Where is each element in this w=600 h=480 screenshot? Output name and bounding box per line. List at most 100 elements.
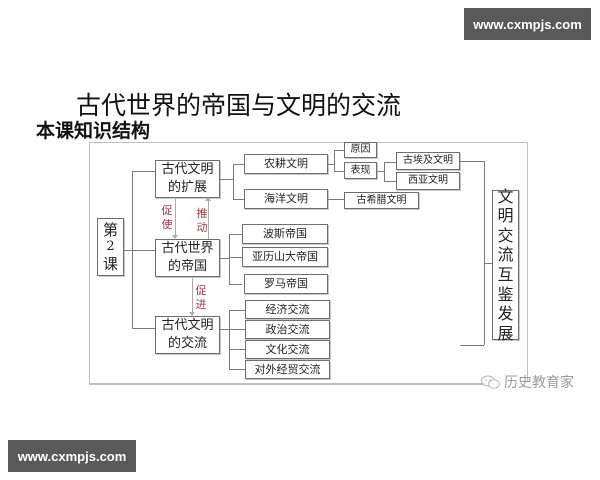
connector <box>124 250 132 251</box>
slide-subtitle: 本课知识结构 <box>36 120 151 142</box>
node-ancient-egypt: 古埃及文明 <box>396 152 460 170</box>
node-label: 海洋文明 <box>264 192 308 206</box>
conclusion-char: 展 <box>497 323 514 343</box>
connector <box>334 150 335 172</box>
lesson-root-box: 第 2 课 <box>97 218 124 276</box>
connector <box>229 284 242 285</box>
node-ancient-greece: 古希腊文明 <box>344 192 419 209</box>
node-maritime-civilization: 海洋文明 <box>244 189 328 209</box>
node-label: 文化交流 <box>265 342 310 356</box>
connector <box>233 164 244 165</box>
conclusion-char: 流 <box>497 245 514 265</box>
node-line: 古代文明 <box>161 162 214 178</box>
connector <box>229 257 242 258</box>
connector <box>460 161 484 162</box>
connector <box>484 263 492 264</box>
connector <box>229 349 245 350</box>
node-line: 的交流 <box>167 336 207 351</box>
connector <box>220 329 229 330</box>
connector <box>132 171 155 172</box>
node-alexander-empire: 亚历山大帝国 <box>242 247 328 267</box>
conclusion-char: 发 <box>497 304 514 324</box>
connector <box>384 162 396 163</box>
node-label: 经济交流 <box>265 302 310 316</box>
watermark-top-right: www.cxmpjs.com <box>464 8 591 40</box>
connector <box>460 345 484 346</box>
frame-top-right <box>89 142 459 143</box>
slide-title: 古代世界的帝国与文明的交流 <box>76 91 402 120</box>
watermark-bottom-left: www.cxmpjs.com <box>8 440 136 472</box>
arrow-down-icon <box>189 312 195 316</box>
connector <box>220 258 229 259</box>
connector <box>384 162 385 182</box>
node-label: 罗马帝国 <box>264 277 308 291</box>
node-manifestation: 表现 <box>344 162 377 179</box>
arrow-up-icon <box>205 197 211 201</box>
node-civilization-exchange: 古代文明 的交流 <box>155 316 220 354</box>
node-label: 政治交流 <box>265 322 310 336</box>
node-cause: 原因 <box>344 142 377 158</box>
connector <box>484 161 485 345</box>
connector <box>233 199 244 200</box>
node-economic-exchange: 经济交流 <box>245 300 330 319</box>
relation-label-cushi: 促使 <box>161 204 173 231</box>
connector <box>229 329 245 330</box>
connector <box>384 181 396 182</box>
watermark-text: www.cxmpjs.com <box>17 448 127 464</box>
connector <box>377 171 384 172</box>
relation-label-tuidong: 推动 <box>196 207 208 234</box>
node-ancient-empires: 古代世界 的帝国 <box>155 239 220 277</box>
root-line: 课 <box>102 254 118 273</box>
conclusion-char: 交 <box>497 225 514 245</box>
node-agricultural-civilization: 农耕文明 <box>244 154 328 174</box>
node-label: 表现 <box>350 164 371 176</box>
connector <box>229 310 245 311</box>
arrow-down-line <box>192 278 193 313</box>
connector <box>132 328 155 329</box>
frame-bottom <box>89 383 484 385</box>
arrow-down-line <box>175 199 176 236</box>
node-line: 古代世界 <box>161 241 214 257</box>
node-label: 西亚文明 <box>408 175 448 186</box>
connector <box>334 150 344 151</box>
conclusion-char: 互 <box>497 265 514 284</box>
relation-label-cujin: 促进 <box>195 284 207 311</box>
root-line: 2 <box>106 239 115 255</box>
node-label: 波斯帝国 <box>263 227 307 241</box>
arrow-up-line <box>208 201 209 239</box>
connector <box>132 250 155 251</box>
conclusion-char: 文 <box>497 186 514 206</box>
node-line: 的帝国 <box>167 259 207 274</box>
node-line: 古代文明 <box>161 318 214 334</box>
connector <box>229 234 230 285</box>
node-cultural-exchange: 文化交流 <box>245 340 330 359</box>
connector <box>233 164 234 200</box>
connector <box>328 199 344 200</box>
node-roman-empire: 罗马帝国 <box>244 274 328 294</box>
node-persian-empire: 波斯帝国 <box>242 224 328 244</box>
connector <box>229 369 245 370</box>
conclusion-char: 鉴 <box>497 284 514 304</box>
conclusion-char: 明 <box>497 206 514 226</box>
frame-right <box>527 142 528 382</box>
node-label: 亚历山大帝国 <box>252 250 318 264</box>
root-line: 第 <box>102 220 118 239</box>
connector <box>220 179 233 180</box>
wechat-source-watermark: 历史教育家 <box>480 372 574 392</box>
connector <box>328 164 334 165</box>
arrow-down-icon <box>172 235 178 239</box>
node-label: 古希腊文明 <box>356 194 407 206</box>
node-line: 的扩展 <box>167 180 207 195</box>
node-west-asia: 西亚文明 <box>396 172 460 190</box>
node-conclusion: 文 明 交 流 互 鉴 发 展 <box>492 186 519 343</box>
node-civilization-expansion: 古代文明 的扩展 <box>155 160 220 198</box>
frame-top-ext <box>459 142 527 143</box>
node-political-exchange: 政治交流 <box>245 320 330 339</box>
watermark-text: www.cxmpjs.com <box>473 16 582 32</box>
wechat-icon <box>481 375 500 389</box>
node-label: 古埃及文明 <box>403 155 453 166</box>
connector <box>132 171 133 328</box>
node-label: 对外经贸交流 <box>254 362 321 376</box>
connector <box>229 310 230 369</box>
connector <box>334 171 344 172</box>
